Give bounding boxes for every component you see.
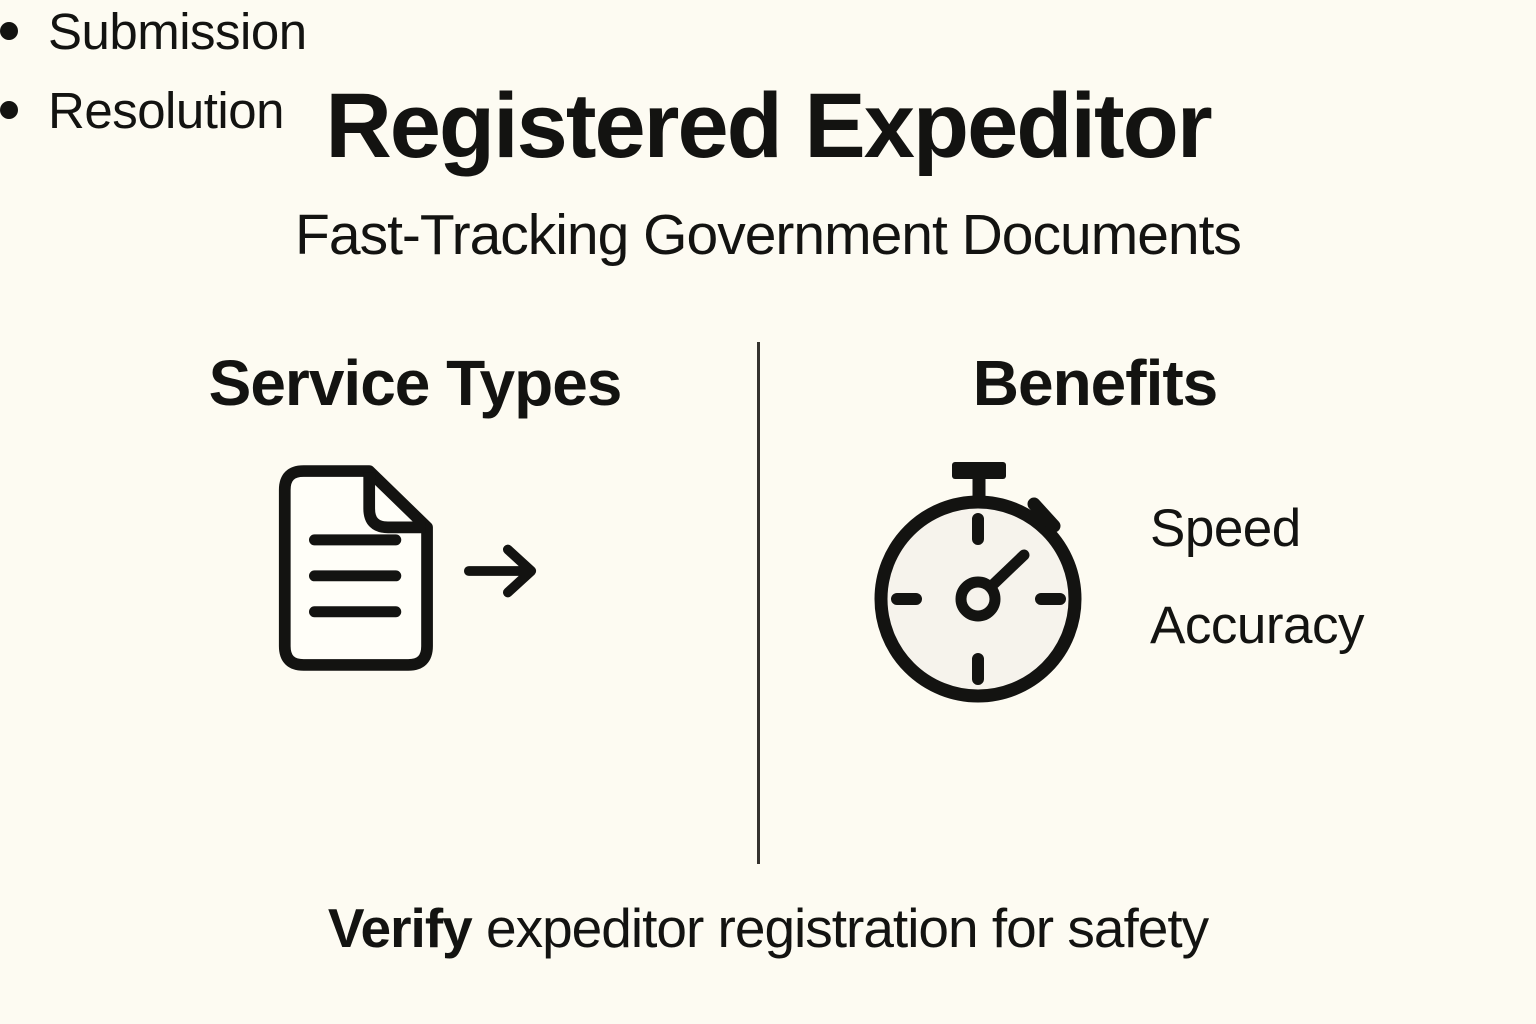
service-types-heading: Service Types: [208, 347, 623, 419]
footer-note: Verify expeditor registration for safety: [0, 896, 1536, 960]
vertical-divider: [757, 342, 760, 864]
list-item-label: Submission: [48, 2, 307, 60]
footer-note-lead: Verify: [327, 897, 473, 959]
stopwatch-icon: [874, 462, 1082, 703]
service-types-list: Submission Resolution: [0, 0, 1536, 141]
page-subtitle: Fast-Tracking Government Documents: [295, 203, 1242, 267]
list-item: Submission: [0, 0, 1536, 62]
document-icon: [278, 465, 433, 671]
page-title: Registered Expeditor: [325, 75, 1212, 177]
bullet-dot: [0, 22, 18, 40]
footer-note-rest: expeditor registration for safety: [471, 897, 1209, 959]
benefit-label-accuracy: Accuracy: [1150, 596, 1364, 655]
arrow-right-icon: [463, 544, 537, 598]
benefit-label-speed: Speed: [1150, 499, 1301, 558]
list-item: Resolution: [0, 79, 1536, 141]
bullet-dot: [0, 101, 18, 119]
list-item-label: Resolution: [48, 81, 284, 139]
benefits-heading: Benefits: [972, 347, 1219, 419]
